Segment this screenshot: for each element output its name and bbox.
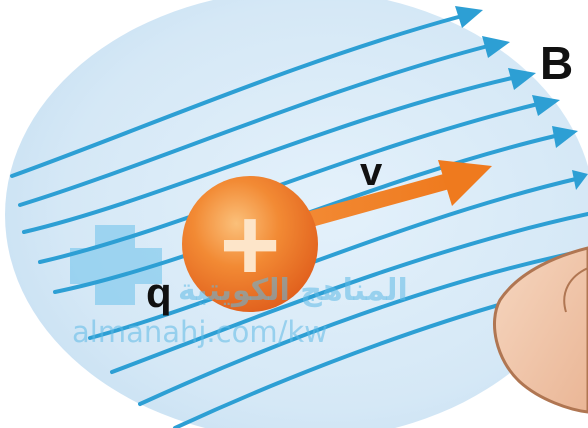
field-line [110,212,588,374]
field-arrowhead [482,36,510,58]
velocity-arrow [292,160,492,230]
field-line [18,44,490,207]
magnetic-field-label: B [540,37,574,89]
field-arrowheads [455,6,588,190]
field-arrowhead [455,6,483,28]
charge-sign: + [220,187,281,303]
hand-thumb [492,246,588,414]
watermark-url: almanahj.com/kw [72,315,328,349]
watermark-arabic-text: المناهج الكويتية [178,273,408,308]
charge-label: q [146,269,172,316]
field-line [10,14,464,178]
field-arrowhead [532,95,560,116]
field-line [88,176,582,340]
field-arrowhead [572,170,588,190]
velocity-label: v [360,150,383,194]
field-line [22,76,514,234]
field-line [138,248,588,406]
field-arrowhead [552,126,578,148]
positive-charge: + [182,176,318,312]
field-arrowhead [508,68,536,90]
